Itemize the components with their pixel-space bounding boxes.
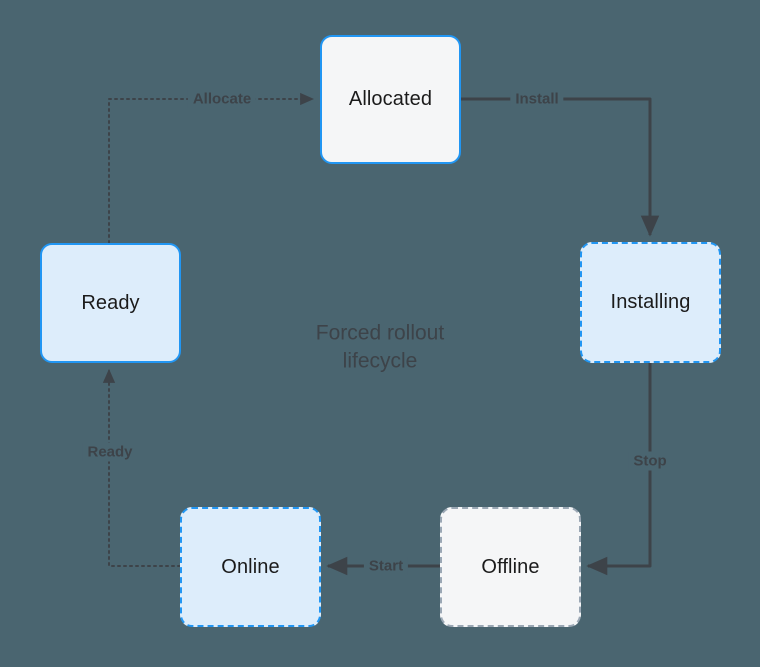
- edge-label-start: Start: [363, 556, 409, 576]
- node-allocated[interactable]: Allocated: [320, 35, 461, 164]
- node-allocated-label: Allocated: [348, 88, 433, 110]
- node-installing[interactable]: Installing: [580, 242, 721, 363]
- edge-label-ready: Ready: [82, 442, 138, 462]
- diagram-title: Forced rollout lifecycle: [315, 321, 445, 373]
- node-offline-label: Offline: [481, 555, 540, 578]
- edge-allocate-path: [108, 92, 315, 244]
- edge-label-allocate: Allocate: [187, 89, 257, 109]
- node-ready-label: Ready: [81, 291, 140, 314]
- node-offline[interactable]: Offline: [440, 507, 581, 627]
- edge-label-stop: Stop: [628, 451, 672, 471]
- node-installing-label: Installing: [610, 291, 691, 313]
- edge-ready-path: [102, 368, 181, 567]
- edge-stop-path: [586, 363, 652, 576]
- node-online[interactable]: Online: [180, 507, 321, 627]
- edge-label-install: Install: [510, 89, 564, 109]
- node-ready[interactable]: Ready: [40, 243, 181, 363]
- edge-install-path: [461, 97, 660, 237]
- node-online-label: Online: [221, 555, 280, 578]
